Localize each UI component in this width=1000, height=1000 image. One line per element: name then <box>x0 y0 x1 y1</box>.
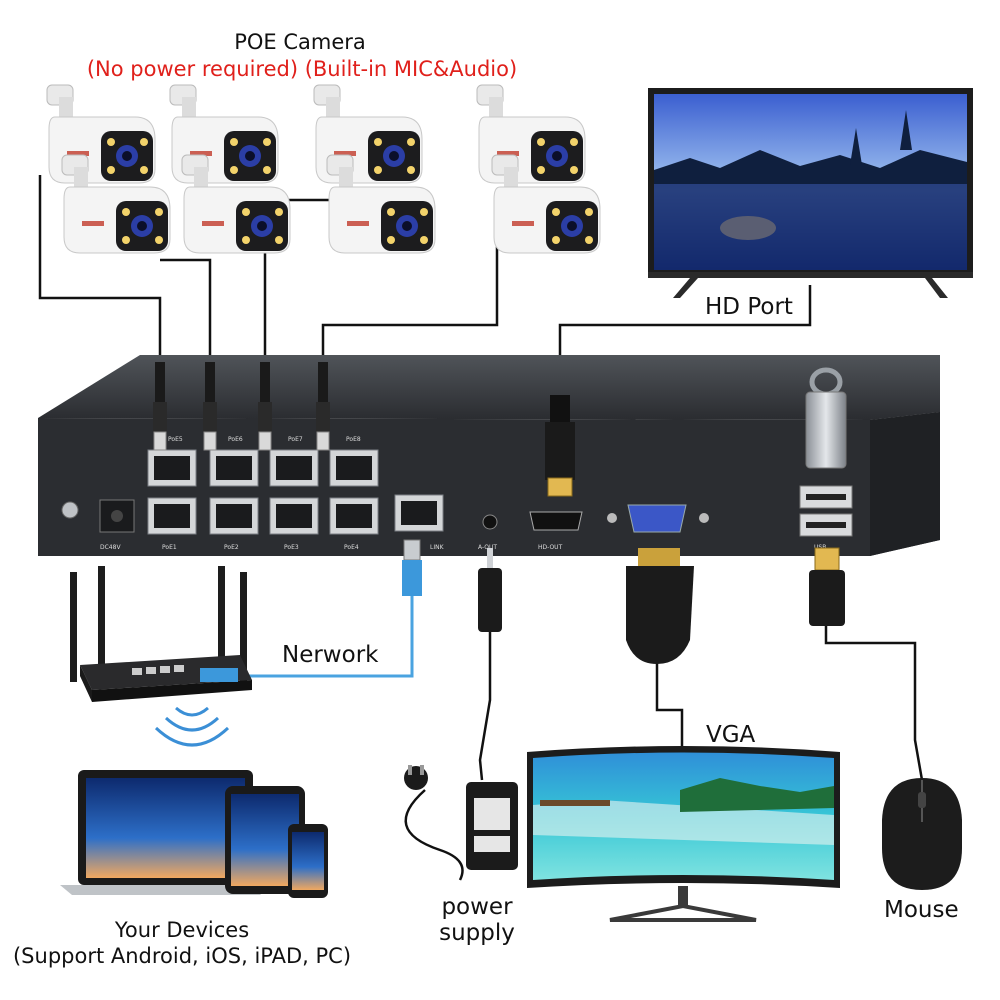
network-cable <box>238 596 414 678</box>
usb-plug <box>809 547 845 626</box>
usb-flash-drive <box>805 367 847 469</box>
mouse-label: Mouse <box>884 897 959 923</box>
mouse <box>882 778 962 890</box>
port-label-dc: DC48V <box>100 544 121 551</box>
vga-label: VGA <box>706 722 756 748</box>
vga-cable <box>655 660 684 752</box>
title-main: POE Camera <box>234 30 366 54</box>
port-label-poe2: PoE2 <box>224 544 239 551</box>
lan-port <box>394 494 444 532</box>
port-label-lan: LINK <box>430 544 445 551</box>
port-label-poe5: PoE5 <box>168 436 183 443</box>
port-label-poe1: PoE1 <box>162 544 177 551</box>
poe-cameras <box>46 84 601 254</box>
port-label-poe6: PoE6 <box>228 436 243 443</box>
port-label-poe3: PoE3 <box>284 544 299 551</box>
hd-port-label: HD Port <box>705 294 793 320</box>
power-label: power <box>441 894 513 920</box>
port-label-poe4: PoE4 <box>344 544 359 551</box>
port-label-hdmi: HD-OUT <box>538 544 563 551</box>
phone <box>288 824 328 898</box>
router <box>70 566 252 702</box>
devices-label: Your Devices <box>114 918 250 942</box>
vga-monitor <box>527 746 840 922</box>
lan-plug <box>402 539 422 596</box>
nvr-recorder: PoE5 PoE6 PoE7 PoE8 PoE1 PoE2 PoE3 PoE4 … <box>38 355 940 556</box>
wifi-icon <box>154 706 230 747</box>
hd-tv <box>648 88 973 298</box>
laptop <box>60 770 272 895</box>
tablet <box>225 786 305 894</box>
port-label-poe7: PoE7 <box>288 436 303 443</box>
power-cable <box>404 630 492 881</box>
power-adapter <box>404 765 518 870</box>
network-label: Nerwork <box>282 642 379 668</box>
devices-support-label: (Support Android, iOS, iPAD, PC) <box>12 944 352 968</box>
barrel-plug <box>478 548 502 632</box>
port-label-audio: A-OUT <box>478 544 497 551</box>
hdmi-plug <box>545 395 575 497</box>
title-subtitle: (No power required) (Built-in MIC&Audio) <box>86 57 518 81</box>
supply-label: supply <box>439 920 515 946</box>
mouse-cable <box>824 625 924 781</box>
port-label-poe8: PoE8 <box>346 436 361 443</box>
vga-connector <box>626 548 694 664</box>
